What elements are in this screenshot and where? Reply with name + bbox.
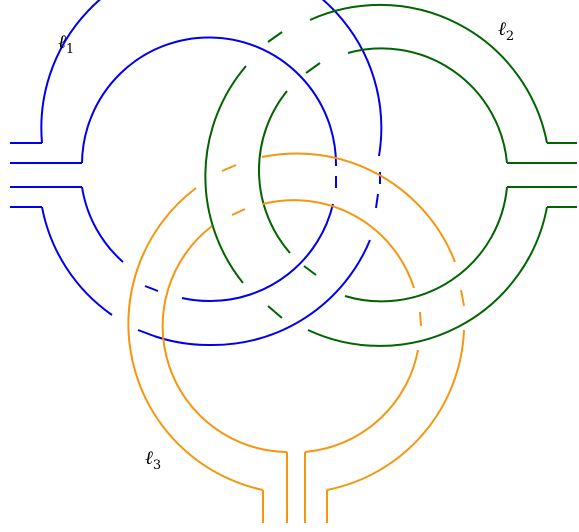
l2-inner-arc-bot <box>344 186 508 303</box>
l3-outer-dash-2 <box>460 289 465 307</box>
l1-inner-dash-2 <box>144 285 159 292</box>
l1-outer-arc-top <box>40 0 383 157</box>
l2-outer-dash-1 <box>267 31 283 43</box>
l2-outer-dash-2 <box>267 305 283 319</box>
l2-outer-arc-bot <box>307 206 548 347</box>
l2-outer-arc-top <box>309 3 548 144</box>
component-l3-orange <box>127 152 465 523</box>
component-l2-green <box>204 3 577 347</box>
l1-outer-arc-bot <box>153 239 371 347</box>
l3-inner-dash-1 <box>231 208 246 216</box>
l1-outer-arc-left <box>41 206 113 316</box>
label-l2: ℓ2 <box>498 18 514 44</box>
l3-inner-dash-2 <box>419 311 422 327</box>
l3-outer-dash-1 <box>221 164 237 172</box>
l3-inner-arc-right <box>304 349 419 453</box>
label-l1: ℓ1 <box>58 31 74 57</box>
l2-outer-arc-left <box>204 65 247 284</box>
l2-inner-arc-left <box>258 90 291 254</box>
label-l3: ℓ3 <box>145 447 161 473</box>
l1-inner-arc-left <box>81 186 124 263</box>
l2-inner-arc-top <box>347 47 508 164</box>
l2-inner-dash-1 <box>305 62 321 74</box>
l1-inner-arc-bot <box>181 203 334 303</box>
l2-inner-dash-2 <box>303 265 317 276</box>
l3-outer-arc-right <box>326 329 465 491</box>
l3-inner-arc-left <box>161 225 288 453</box>
l1-inner-arc-top <box>81 36 338 167</box>
l1-outer-dash-3 <box>137 329 155 337</box>
l3-inner-arc-top <box>262 199 415 289</box>
l1-outer-dash-2 <box>375 193 379 209</box>
l3-outer-arc-left <box>127 187 264 491</box>
l3-outer-arc-top <box>261 152 456 263</box>
component-l1-blue <box>10 0 383 347</box>
